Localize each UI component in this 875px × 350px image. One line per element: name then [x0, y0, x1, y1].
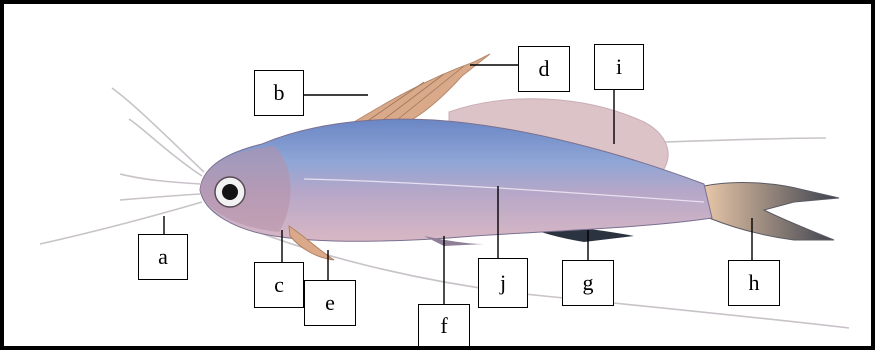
label-c-box: c	[254, 262, 304, 308]
label-f-box: f	[418, 304, 470, 348]
label-e-box: e	[304, 280, 356, 326]
label-a: a	[158, 244, 168, 270]
label-i: i	[616, 54, 622, 80]
label-f: f	[440, 313, 447, 339]
label-a-box: a	[138, 234, 188, 280]
label-h-box: h	[728, 260, 780, 306]
label-j-box: j	[478, 258, 528, 308]
label-d-box: d	[518, 46, 570, 92]
label-j: j	[500, 270, 506, 296]
caudal-fin-shape	[704, 183, 839, 240]
label-d: d	[539, 56, 550, 82]
label-i-box: i	[594, 44, 644, 90]
label-b-box: b	[254, 70, 304, 116]
label-h: h	[749, 270, 760, 296]
label-g: g	[583, 270, 594, 296]
label-g-box: g	[562, 260, 614, 306]
eye-pupil	[222, 184, 238, 200]
label-c: c	[274, 272, 284, 298]
label-e: e	[325, 290, 335, 316]
label-b: b	[274, 80, 285, 106]
